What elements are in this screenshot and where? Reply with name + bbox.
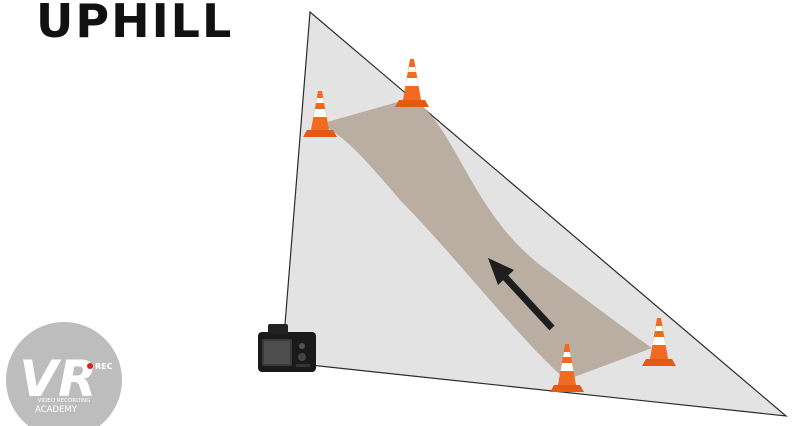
dslr-camera-icon [258,324,316,372]
rec-dot-icon [87,363,93,369]
ground-plane [281,10,788,417]
academy-logo: VR REC VIDEO RECORDING ACADEMY [6,322,122,426]
traffic-cone-icon [395,59,429,107]
uphill-path [320,98,652,380]
traffic-cone-icon [303,91,337,137]
logo-rec: REC [95,362,113,371]
traffic-cone-icon [642,318,676,366]
logo-line1: VIDEO RECORDING [38,398,91,404]
logo-line2: ACADEMY [35,405,78,415]
logo-monogram: VR [19,350,96,408]
traffic-cone-icon [550,344,584,392]
page-title: UPHILL [36,0,234,48]
direction-arrow-icon [488,258,555,331]
